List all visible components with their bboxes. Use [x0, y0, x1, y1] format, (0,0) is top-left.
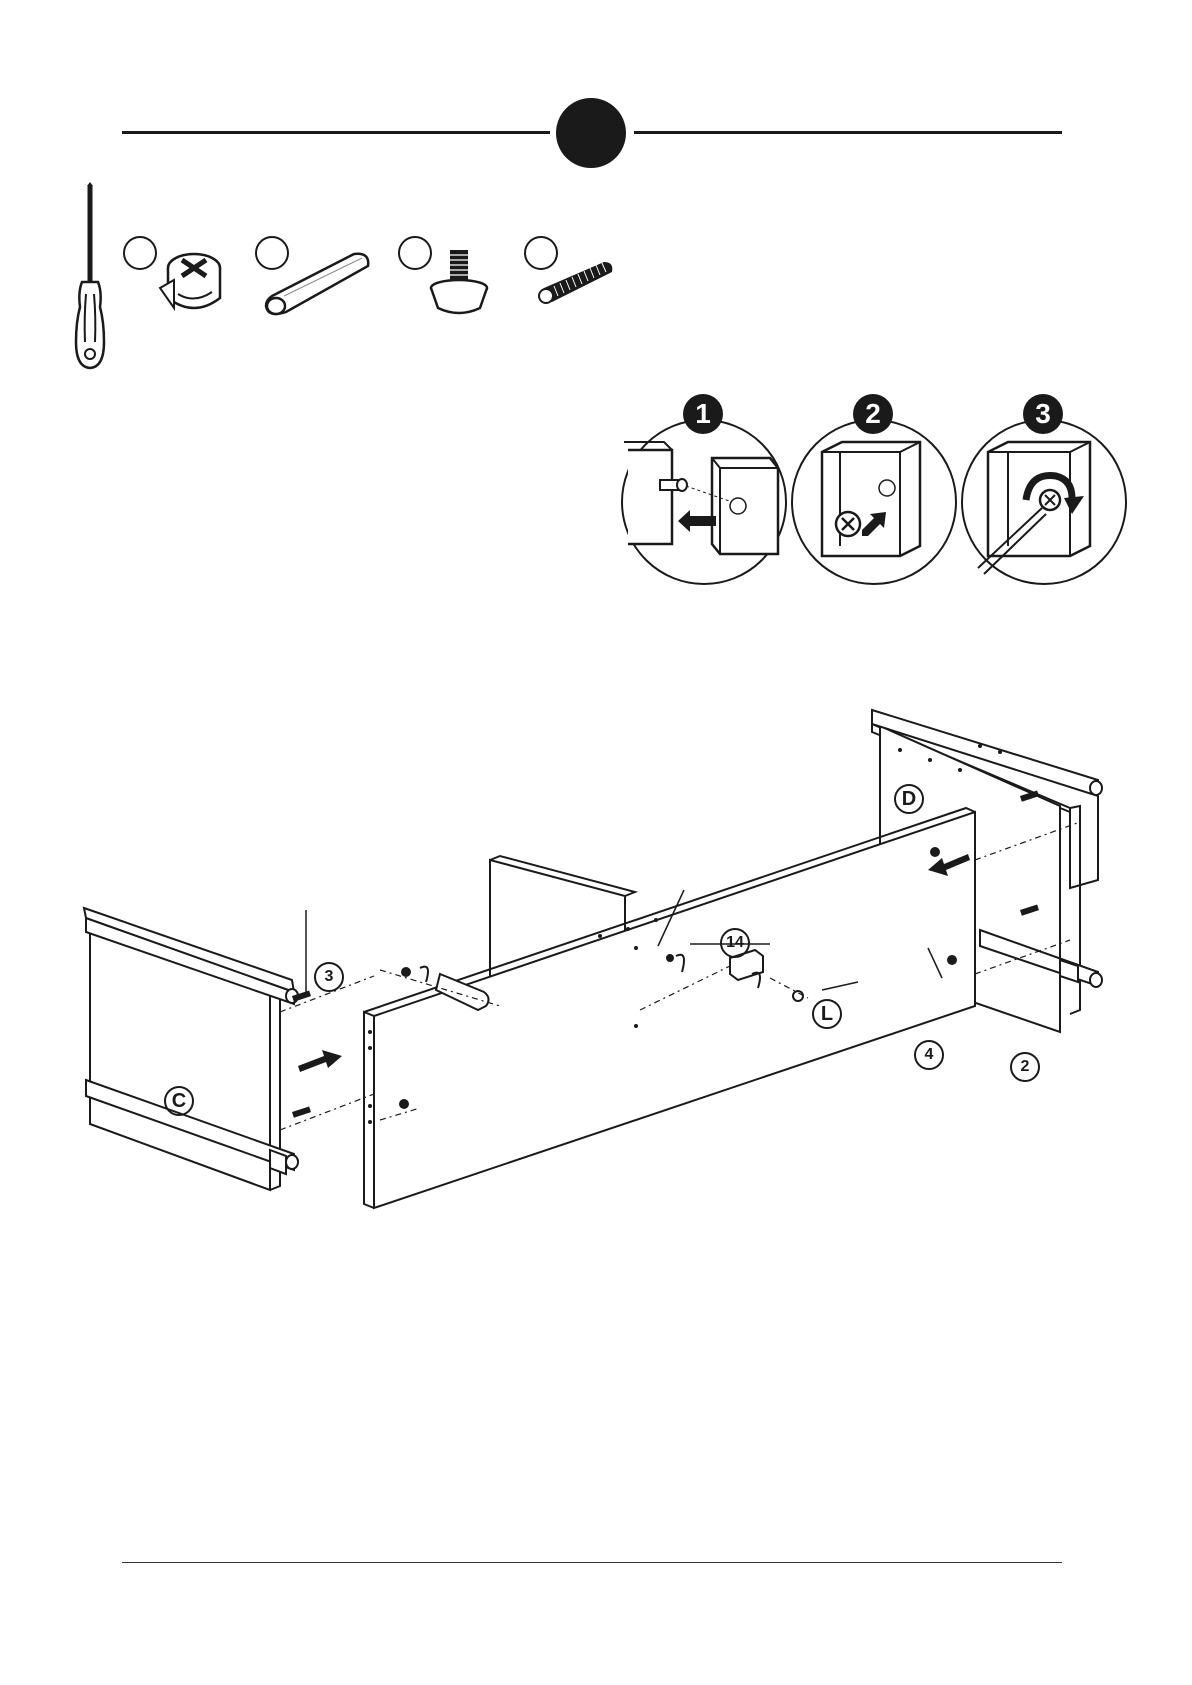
footer-rule — [122, 1562, 1062, 1563]
step-badge — [556, 98, 626, 168]
screwdriver-icon — [70, 182, 110, 372]
callout-panel-D: D — [894, 784, 924, 814]
detail-step-number-3: 3 — [1023, 394, 1063, 434]
detail-step-number-2: 2 — [853, 394, 893, 434]
callout-part-2: 2 — [1010, 1052, 1040, 1082]
callout-part-4: 4 — [914, 1040, 944, 1070]
part-bubble-cam-lock — [123, 236, 157, 270]
detail-circle-3 — [960, 418, 1128, 586]
wooden-dowel-icon — [258, 248, 373, 328]
callout-part-3: 3 — [314, 962, 344, 992]
callout-part-L: L — [812, 999, 842, 1029]
detail-step-number-1: 1 — [683, 394, 723, 434]
cam-lock-icon — [158, 250, 228, 320]
detail-circle-2 — [790, 418, 958, 586]
header-rule-left — [122, 131, 550, 134]
threaded-bolt-icon — [536, 258, 616, 308]
exploded-assembly-diagram — [80, 710, 1120, 1270]
leveling-foot-icon — [424, 248, 494, 318]
detail-circle-1 — [620, 418, 788, 586]
callout-part-14: 14 — [720, 928, 750, 958]
header-rule-right — [634, 131, 1062, 134]
callout-panel-C: C — [164, 1086, 194, 1116]
